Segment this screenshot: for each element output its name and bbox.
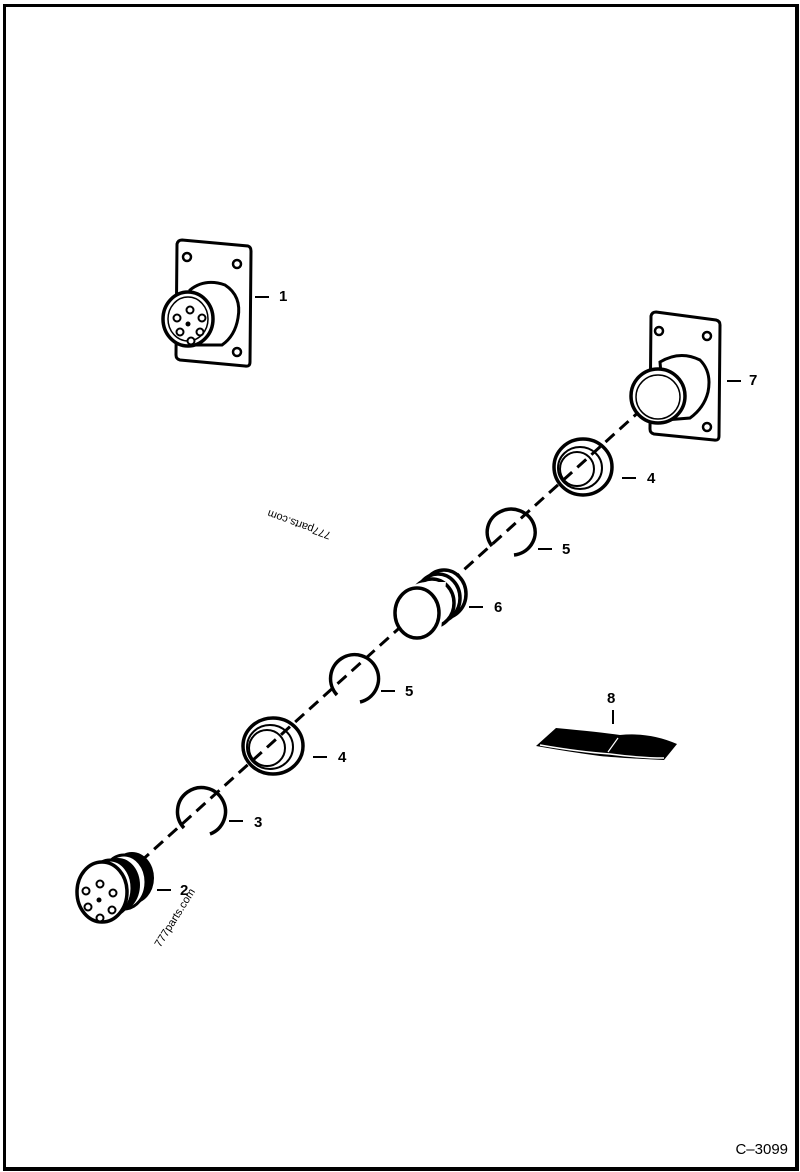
callout-5-upper-label: 5 [562,541,571,558]
part-5-upper-snap-ring-icon [485,507,537,557]
callout-6-leader [469,606,483,608]
callout-1-label: 1 [279,288,288,305]
part-4-upper-seal-ring-icon [552,437,614,497]
part-2-plug-connector-icon [75,852,154,924]
diagram-frame [3,4,799,1171]
figure-id-label: C–3099 [735,1141,788,1158]
callout-4-upper-label: 4 [647,470,656,487]
callout-6-label: 6 [494,599,503,616]
callout-2-leader [157,889,171,891]
callout-4-lower-label: 4 [338,749,347,766]
callout-5-lower-leader [381,690,395,692]
callout-3-leader [229,820,243,822]
part-5-lower-snap-ring-icon [328,652,381,704]
part-3-snap-ring-icon [175,785,228,836]
part-1-receptacle-icon [161,238,253,368]
callout-4-upper-leader [622,477,636,479]
part-7-receptacle-icon [629,310,722,442]
callout-8-leader [612,710,614,724]
callout-1-leader [255,296,269,298]
part-6-insert-icon [393,568,468,640]
callout-2-label: 2 [180,882,189,899]
callout-4-lower-leader [313,756,327,758]
callout-3-label: 3 [254,814,263,831]
callout-7-leader [727,380,741,382]
callout-5-upper-leader [538,548,552,550]
part-4-lower-seal-ring-icon [241,716,305,776]
callout-8-label: 8 [607,690,616,707]
callout-5-lower-label: 5 [405,683,414,700]
callout-7-label: 7 [749,372,758,389]
part-8-decal-strip-icon [536,728,677,760]
assembly-axis [138,398,654,864]
